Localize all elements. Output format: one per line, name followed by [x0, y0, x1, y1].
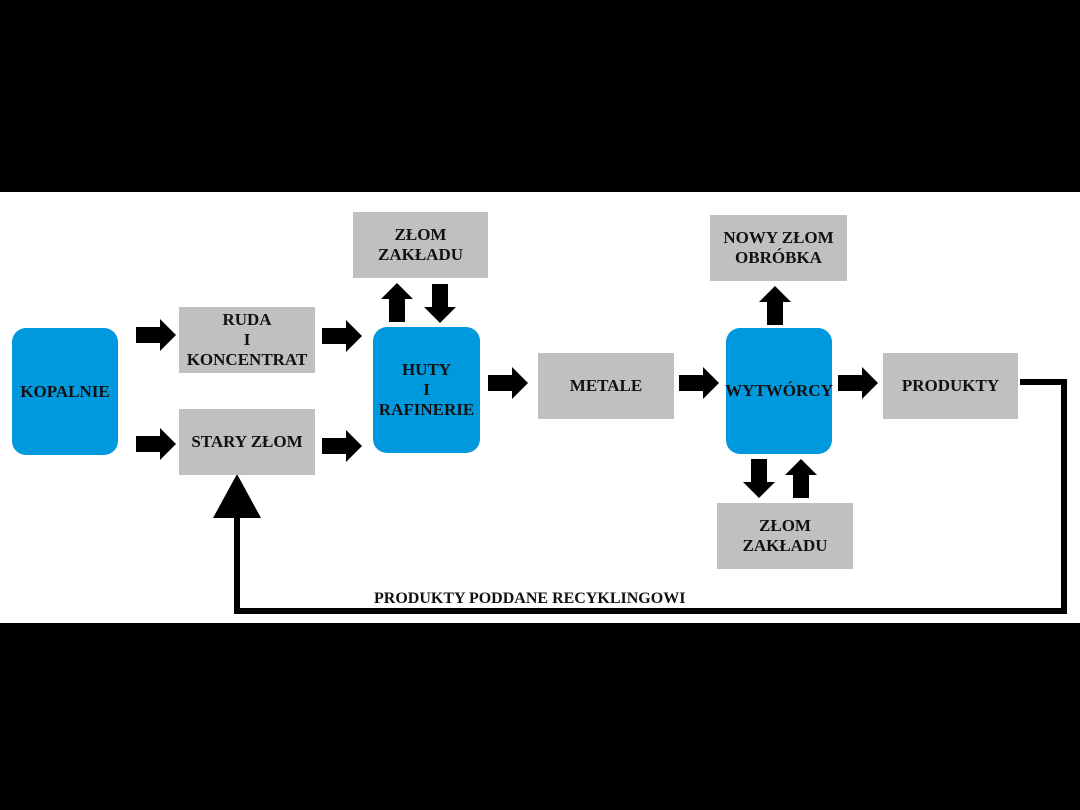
node-nowy-zlom-label: NOWY ZŁOM OBRÓBKA — [723, 228, 833, 268]
node-wytworcy-line-1: WYTWÓRCY — [725, 381, 833, 400]
arrow-huty-zlom-zakladu — [381, 283, 413, 322]
node-nowy-zlom: NOWY ZŁOM OBRÓBKA — [710, 215, 847, 281]
arrow-metale-wytworcy — [679, 367, 719, 399]
node-stary-zlom-label: STARY ZŁOM — [191, 432, 302, 452]
node-produkty-line-1: PRODUKTY — [901, 376, 1000, 395]
node-kopalnie: KOPALNIE — [12, 328, 118, 455]
node-metale-label: METALE — [570, 376, 642, 396]
node-zlom-zakladu-bottom-line-1: ZŁOM — [759, 516, 811, 535]
node-huty-line-3: RAFINERIE — [378, 400, 475, 419]
arrow-wytworcy-nowy-zlom — [759, 286, 791, 325]
arrow-stary-zlom-huty — [322, 430, 362, 462]
node-huty-line-1: HUTY — [401, 360, 452, 379]
arrow-wytworcy-zlom-zakladu — [743, 459, 775, 498]
arrow-kopalnie-ruda — [136, 319, 176, 351]
node-huty: HUTY I RAFINERIE — [373, 327, 480, 453]
node-metale: METALE — [538, 353, 674, 419]
node-nowy-zlom-line-1: NOWY ZŁOM — [723, 228, 834, 247]
arrow-zlom-zakladu-huty — [424, 284, 456, 323]
node-produkty: PRODUKTY — [883, 353, 1018, 419]
node-nowy-zlom-line-2: OBRÓBKA — [735, 248, 822, 267]
node-kopalnie-label: KOPALNIE — [20, 382, 109, 402]
node-metale-line-1: METALE — [569, 376, 643, 395]
node-zlom-zakladu-bottom-line-2: ZAKŁADU — [742, 536, 828, 555]
node-zlom-zakladu-top-line-1: ZŁOM — [394, 225, 447, 244]
node-ruda-line-3: KONCENTRAT — [186, 350, 308, 369]
recycle-loop-line — [234, 379, 1067, 614]
node-ruda-label: RUDA I KONCENTRAT — [187, 310, 308, 370]
arrow-zlom-zakladu-wytworcy — [785, 459, 817, 498]
node-ruda: RUDA I KONCENTRAT — [179, 307, 315, 373]
node-ruda-line-2: I — [243, 330, 251, 349]
node-produkty-label: PRODUKTY — [902, 376, 999, 396]
node-stary-zlom-line-1: STARY ZŁOM — [191, 432, 303, 451]
arrow-ruda-huty — [322, 320, 362, 352]
node-huty-label: HUTY I RAFINERIE — [379, 360, 474, 420]
node-stary-zlom: STARY ZŁOM — [179, 409, 315, 475]
node-wytworcy-label: WYTWÓRCY — [725, 381, 833, 401]
node-zlom-zakladu-top-label: ZŁOM ZAKŁADU — [378, 225, 463, 265]
arrow-kopalnie-stary-zlom — [136, 428, 176, 460]
node-wytworcy: WYTWÓRCY — [725, 328, 833, 454]
recycle-loop-label: PRODUKTY PODDANE RECYKLINGOWI — [374, 590, 686, 607]
node-zlom-zakladu-top: ZŁOM ZAKŁADU — [353, 212, 488, 278]
arrow-wytworcy-produkty — [838, 367, 878, 399]
node-huty-line-2: I — [423, 380, 430, 399]
recycle-loop-arrowhead — [213, 474, 261, 518]
node-ruda-line-1: RUDA — [222, 310, 272, 329]
node-zlom-zakladu-bottom-label: ZŁOM ZAKŁADU — [742, 516, 827, 556]
arrow-huty-metale — [488, 367, 528, 399]
node-zlom-zakladu-bottom: ZŁOM ZAKŁADU — [717, 503, 853, 569]
node-zlom-zakladu-top-line-2: ZAKŁADU — [377, 245, 463, 264]
node-kopalnie-line-1: KOPALNIE — [20, 381, 110, 401]
